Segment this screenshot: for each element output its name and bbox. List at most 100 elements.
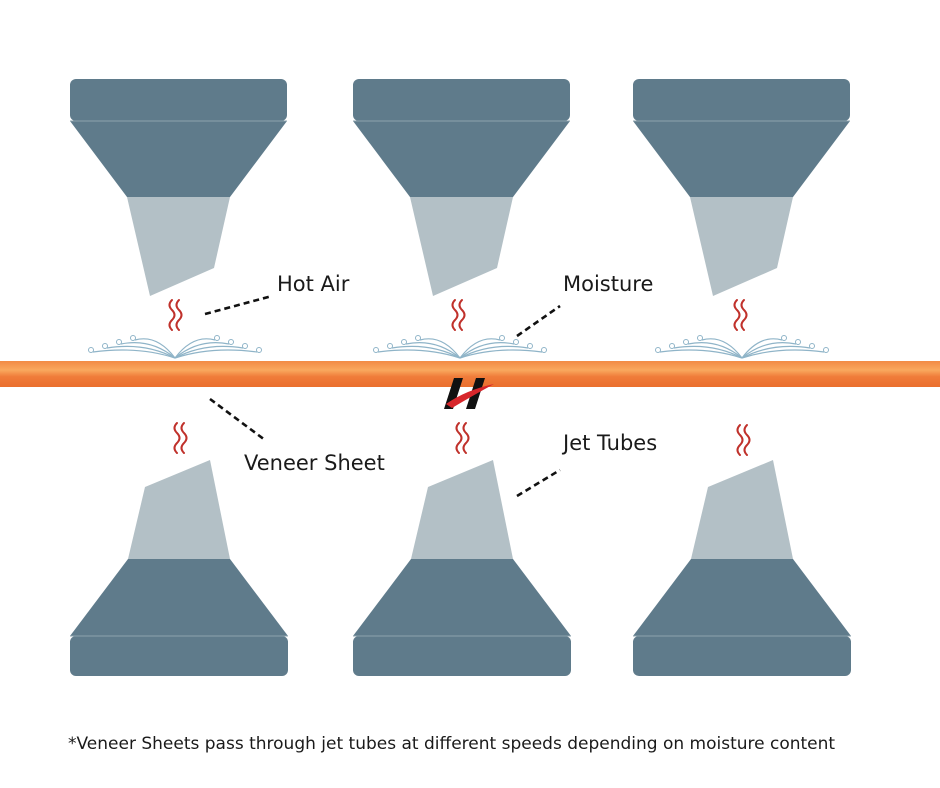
moisture-swirl-curl [513, 339, 519, 345]
moisture-swirl-line [419, 338, 461, 359]
heat-wave-stroke [458, 299, 466, 331]
upper-jet-tube [353, 79, 570, 296]
nozzle-tip [691, 460, 793, 559]
brand-logo-icon [444, 378, 494, 409]
heat-wave-icon [455, 422, 470, 454]
heat-wave-stroke [180, 422, 188, 454]
nozzle-tip [410, 197, 513, 296]
moisture-swirl-line [92, 349, 176, 359]
lower-jet-tube [633, 460, 851, 676]
moisture-swirl-curl [387, 343, 393, 349]
heat-wave-icon [733, 299, 748, 331]
moisture-swirl-icon [88, 335, 262, 359]
moisture-swirl-line [391, 345, 461, 359]
nozzle-funnel [353, 559, 571, 636]
moisture-swirl-curl [214, 335, 220, 341]
moisture-swirl-curl [823, 347, 829, 353]
heat-wave-stroke [462, 422, 470, 454]
nozzle-tip [411, 460, 513, 559]
moisture-swirl-curl [809, 343, 815, 349]
moisture-swirl-line [701, 338, 743, 359]
heat-wave-stroke [740, 299, 748, 331]
heat-wave-stroke [455, 422, 463, 454]
moisture-swirl-line [174, 338, 216, 359]
leader-line [209, 397, 266, 442]
leader-line [204, 294, 273, 316]
lower-jet-tube [353, 460, 571, 676]
moisture-swirl-line [106, 345, 176, 359]
moisture-swirl-curl [88, 347, 94, 353]
moisture-swirl-icon [373, 335, 547, 359]
moisture-swirl-line [459, 349, 543, 359]
moisture-swirl-line [741, 338, 783, 359]
hot-air-waves [168, 299, 751, 456]
moisture-swirl-line [174, 342, 230, 359]
moisture-swirl-curl [102, 343, 108, 349]
heat-wave-stroke [175, 299, 183, 331]
moisture-swirl-curl [527, 343, 533, 349]
heat-wave-icon [451, 299, 466, 331]
moisture-swirl-curl [683, 339, 689, 345]
upper-jet-tubes [70, 79, 850, 296]
leader-line [516, 468, 561, 498]
nozzle-funnel [633, 559, 851, 636]
heat-wave-stroke [451, 299, 459, 331]
moisture-swirl-curl [242, 343, 248, 349]
moisture-swirl-line [659, 349, 743, 359]
nozzle-tip [127, 197, 230, 296]
moisture-swirl-line [687, 342, 743, 359]
nozzle-header [70, 636, 288, 676]
lower-jet-tubes [70, 460, 851, 676]
heat-wave-stroke [736, 424, 744, 456]
moisture-swirl-curl [541, 347, 547, 353]
heat-wave-icon [168, 299, 183, 331]
moisture-swirl-curl [228, 339, 234, 345]
moisture-swirl-line [174, 345, 244, 359]
nozzle-funnel [70, 121, 287, 197]
moisture-swirl-curl [116, 339, 122, 345]
nozzle-funnel [353, 121, 570, 197]
moisture-swirl-curl [499, 335, 505, 341]
moisture-swirls [88, 335, 829, 359]
moisture-swirl-curl [697, 335, 703, 341]
heat-wave-stroke [168, 299, 176, 331]
moisture-swirl-line [405, 342, 461, 359]
moisture-swirl-curl [781, 335, 787, 341]
moisture-swirl-line [741, 349, 825, 359]
moisture-swirl-curl [795, 339, 801, 345]
nozzle-header [353, 636, 571, 676]
moisture-swirl-line [673, 345, 743, 359]
moisture-swirl-icon [655, 335, 829, 359]
upper-jet-tube [633, 79, 850, 296]
nozzle-header [633, 79, 850, 121]
moisture-swirl-curl [373, 347, 379, 353]
leader-lines [204, 294, 561, 498]
moisture-swirl-curl [655, 347, 661, 353]
moisture-swirl-curl [401, 339, 407, 345]
moisture-swirl-line [134, 338, 176, 359]
heat-wave-stroke [733, 299, 741, 331]
moisture-swirl-line [377, 349, 461, 359]
heat-wave-icon [173, 422, 188, 454]
heat-wave-icon [736, 424, 751, 456]
moisture-swirl-line [741, 342, 797, 359]
nozzle-header [70, 79, 287, 121]
veneer-sheet [0, 361, 940, 387]
nozzle-funnel [633, 121, 850, 197]
leader-line [516, 304, 561, 338]
nozzle-funnel [70, 559, 288, 636]
moisture-swirl-curl [415, 335, 421, 341]
heat-wave-stroke [743, 424, 751, 456]
moisture-swirl-line [741, 345, 811, 359]
lower-jet-tube [70, 460, 288, 676]
veneer-sheet-label: Veneer Sheet [244, 451, 385, 475]
jet-tubes-label: Jet Tubes [563, 431, 658, 455]
moisture-swirl-curl [256, 347, 262, 353]
moisture-swirl-line [459, 345, 529, 359]
upper-jet-tube [70, 79, 287, 296]
heat-wave-stroke [173, 422, 181, 454]
nozzle-header [633, 636, 851, 676]
moisture-label: Moisture [563, 272, 654, 296]
